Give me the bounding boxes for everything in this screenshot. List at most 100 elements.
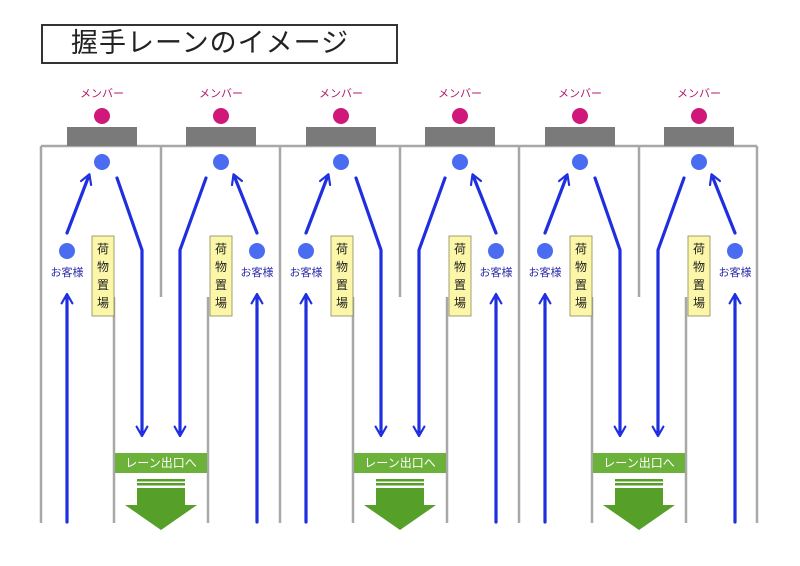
lanes: メンバーお客様荷物置場メンバーお客様荷物置場メンバーお客様荷物置場メンバーお客様… [51, 87, 752, 524]
exit-banner [354, 453, 446, 473]
handshake-desk [425, 127, 495, 146]
luggage-area-label: 荷 [215, 242, 227, 256]
luggage-area [687, 235, 711, 317]
exit-path-arrow [354, 176, 388, 438]
member-dot [333, 108, 349, 124]
exit-arrow-stripe [615, 479, 663, 482]
exit-banner-label: レーン出口へ [125, 456, 196, 470]
approach-arrow [230, 173, 259, 235]
member-label: メンバー [80, 87, 124, 100]
handshake-desk [186, 127, 256, 146]
luggage-area-label: 物 [454, 260, 466, 274]
luggage-area-label: 置 [336, 278, 348, 292]
lane-exit: レーン出口へ [354, 453, 446, 530]
member-label: メンバー [438, 87, 482, 100]
luggage-area [91, 235, 115, 317]
customer-label: お客様 [51, 265, 84, 279]
handshake-desk [545, 127, 615, 146]
luggage-area-label: 場 [97, 296, 109, 310]
exit-banner-label: レーン出口へ [603, 456, 674, 470]
customer-dot [488, 243, 504, 259]
member-label: メンバー [199, 87, 243, 100]
luggage-area-label: 物 [575, 260, 587, 274]
member-label: メンバー [677, 87, 721, 100]
customer-dot [59, 243, 75, 259]
exit-banner [593, 453, 685, 473]
luggage-area-label: 置 [215, 278, 227, 292]
luggage-area-label: 置 [454, 278, 466, 292]
luggage-area-label: 荷 [454, 242, 466, 256]
exit-path-arrow [173, 176, 208, 438]
customer-label: お客様 [480, 265, 513, 279]
handshake-desk [306, 127, 376, 146]
customer-dot [249, 243, 265, 259]
approach-arrow [543, 173, 571, 235]
exit-banner-label: レーン出口へ [364, 456, 435, 470]
customer-at-member-dot [94, 154, 110, 170]
luggage-area [209, 235, 233, 317]
member-label: メンバー [558, 87, 602, 100]
member-dot [452, 108, 468, 124]
exit-path-arrow [412, 176, 447, 438]
luggage-area-label: 場 [454, 296, 466, 310]
approach-arrow [469, 173, 498, 235]
exit-path-arrow [651, 176, 686, 438]
member-label: メンバー [319, 87, 363, 100]
diagram-title: 握手レーンのイメージ [41, 24, 398, 64]
customer-at-member-dot [691, 154, 707, 170]
exit-arrow-stripe [615, 483, 663, 486]
approach-arrow [65, 173, 93, 235]
lane-exit: レーン出口へ [115, 453, 207, 530]
member-dot [572, 108, 588, 124]
approach-arrow [708, 173, 737, 235]
luggage-area-label: 置 [575, 278, 587, 292]
luggage-area-label: 置 [97, 278, 109, 292]
handshake-desk [67, 127, 137, 146]
luggage-area-label: 物 [693, 260, 705, 274]
luggage-area-label: 荷 [693, 242, 705, 256]
luggage-area [448, 235, 472, 317]
luggage-area [569, 235, 593, 317]
exit-arrow-icon [603, 488, 675, 530]
member-dot [94, 108, 110, 124]
exit-arrow-stripe [376, 479, 424, 482]
luggage-area [330, 235, 354, 317]
customer-label: お客様 [529, 265, 562, 279]
customer-dot [537, 243, 553, 259]
customer-dot [727, 243, 743, 259]
luggage-area-label: 物 [336, 260, 348, 274]
luggage-area-label: 荷 [336, 242, 348, 256]
lane-walls [39, 144, 759, 523]
luggage-area-label: 物 [215, 260, 227, 274]
lane-exit: レーン出口へ [593, 453, 685, 530]
customer-label: お客様 [719, 265, 752, 279]
exit-banner [115, 453, 207, 473]
customer-dot [298, 243, 314, 259]
luggage-area-label: 荷 [575, 242, 587, 256]
customer-at-member-dot [213, 154, 229, 170]
exit-arrow-stripe [137, 479, 185, 482]
luggage-area-label: 場 [336, 296, 348, 310]
handshake-desk [664, 127, 734, 146]
exit-arrow-stripe [376, 483, 424, 486]
customer-at-member-dot [333, 154, 349, 170]
exit-arrow-icon [125, 488, 197, 530]
luggage-area-label: 場 [575, 296, 587, 310]
luggage-area-label: 物 [97, 260, 109, 274]
exit-arrow-stripe [137, 483, 185, 486]
exits: レーン出口へ レーン出口へ レーン出口へ [115, 453, 685, 530]
approach-arrow [304, 173, 332, 235]
member-dot [691, 108, 707, 124]
luggage-area-label: 荷 [97, 242, 109, 256]
exit-path-arrow [593, 176, 627, 438]
luggage-area-label: 置 [693, 278, 705, 292]
luggage-area-label: 場 [215, 296, 227, 310]
luggage-area-label: 場 [693, 296, 705, 310]
customer-label: お客様 [290, 265, 323, 279]
